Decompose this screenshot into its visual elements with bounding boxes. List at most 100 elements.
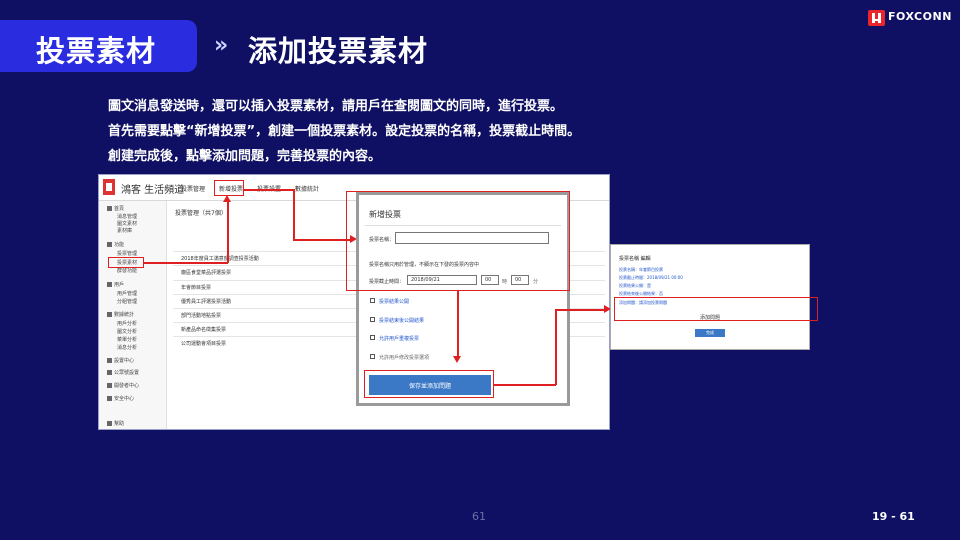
brand-logo-icon	[103, 179, 115, 195]
sidebar-item[interactable]: 用戶	[107, 281, 124, 288]
foxconn-logo-icon	[868, 10, 885, 26]
page-subtitle: 添加投票素材	[248, 34, 429, 68]
minute-unit: 分	[533, 279, 539, 285]
sidebar-item[interactable]: 圖文素材	[117, 221, 138, 227]
hour-unit: 時	[502, 279, 508, 285]
option-label: 投票結果公開	[379, 299, 410, 305]
finish-button[interactable]: 完成	[695, 329, 725, 337]
logo-text: FOXCONN	[888, 10, 952, 23]
preview-item[interactable]: 投票截止時間：2018/09/21 00:00	[619, 275, 683, 280]
sidebar-item-vote-material[interactable]: 投票素材	[117, 260, 138, 266]
save-and-add-question-button[interactable]: 保存並添加問題	[369, 375, 491, 395]
preview-item[interactable]: 添加問題：請添加投票問題	[619, 300, 667, 305]
sidebar-item[interactable]: 分組管理	[117, 299, 138, 305]
page-number: 61	[472, 510, 486, 523]
connector-line	[227, 200, 229, 263]
preview-item[interactable]: 投票結果公開：是	[619, 283, 651, 288]
deadline-label: 投票截止時間：	[369, 279, 405, 285]
option-checkbox[interactable]	[370, 354, 375, 359]
highlight-vote-material	[108, 257, 144, 268]
preview-item[interactable]: 投票結束後公開結果：否	[619, 291, 663, 296]
option-checkbox[interactable]	[370, 298, 375, 303]
arrow-down-icon	[453, 356, 461, 363]
sidebar-item[interactable]: 圖文分析	[117, 329, 138, 335]
title-bar	[0, 20, 197, 72]
sidebar-item[interactable]: 幫助	[107, 420, 124, 427]
connector-line	[555, 309, 605, 311]
deadline-hour-select[interactable]: 00	[481, 275, 499, 285]
deadline-date-input[interactable]: 2018/09/21	[407, 275, 477, 285]
admin-sidebar: 首頁 消息管理 圖文素材 素材庫 功能 投票管理 投票素材 群發功能 用戶 用戶…	[99, 201, 167, 429]
sidebar-item[interactable]: 素材庫	[117, 228, 133, 234]
table-row[interactable]: 2018年度員工滿意度調查投票活動	[181, 256, 259, 262]
arrow-up-icon	[223, 195, 231, 202]
option-label: 允許用戶修改投票選項	[379, 355, 430, 361]
sidebar-item[interactable]: 投票管理	[117, 251, 138, 257]
highlight-add-question	[614, 297, 818, 321]
sidebar-item[interactable]: 菜單分析	[117, 337, 138, 343]
connector-line	[555, 309, 557, 385]
foxconn-logo: FOXCONN	[868, 8, 954, 30]
sidebar-item[interactable]: 消息分析	[117, 345, 138, 351]
content-title: 投票管理（共7個）	[175, 210, 227, 217]
table-row[interactable]: 優秀員工評選投票活動	[181, 299, 232, 305]
option-checkbox[interactable]	[370, 317, 375, 322]
table-row[interactable]: 新產品命名徵集投票	[181, 327, 227, 333]
button-label: 保存並添加問題	[408, 383, 451, 390]
vote-name-label: 投票名稱：	[369, 237, 395, 243]
add-question-link[interactable]: 添加問題	[699, 315, 720, 321]
page-range: 19 - 61	[872, 510, 915, 523]
sidebar-item[interactable]: 首頁	[107, 205, 124, 212]
divider	[365, 225, 561, 226]
option-label: 允許用戶重複投票	[379, 336, 420, 342]
deadline-minute-select[interactable]: 00	[511, 275, 529, 285]
description-line: 創建完成後，點擊添加問題，完善投票的內容。	[108, 149, 382, 164]
sidebar-item[interactable]: 公眾號設置	[107, 369, 139, 376]
tab-new-vote[interactable]: 新增投票	[219, 186, 244, 193]
highlight-new-vote-tab	[214, 180, 244, 196]
button-label: 完成	[706, 330, 714, 335]
highlight-dialog-top	[346, 191, 570, 291]
sidebar-item[interactable]: 用戶分析	[117, 321, 138, 327]
connector-line	[293, 189, 295, 240]
sidebar-item[interactable]: 群發功能	[117, 268, 138, 274]
option-label: 投票結束後公開結果	[379, 318, 425, 324]
sidebar-item[interactable]: 數據統計	[107, 311, 134, 318]
arrow-right-icon	[604, 305, 611, 313]
sidebar-item[interactable]: 開發者中心	[107, 382, 139, 389]
connector-line	[457, 291, 459, 357]
connector-line	[244, 189, 294, 191]
table-row[interactable]: 部門活動地點投票	[181, 313, 222, 319]
deadline-minute-value: 00	[515, 277, 522, 283]
arrow-right-icon	[350, 235, 357, 243]
dialog-title: 新增投票	[369, 210, 401, 219]
sidebar-item[interactable]: 用戶管理	[117, 291, 138, 297]
deadline-date-value: 2018/09/21	[411, 277, 440, 283]
table-row[interactable]: 廠區食堂菜品評選投票	[181, 270, 232, 276]
description-line: 圖文消息發送時，還可以插入投票素材，請用戶在查閱圖文的同時，進行投票。	[108, 99, 564, 114]
sidebar-item[interactable]: 消息管理	[117, 214, 138, 220]
vote-name-note: 投票名稱只用於管理，不顯示在下發的投票內容中	[369, 262, 480, 268]
option-checkbox[interactable]	[370, 335, 375, 340]
connector-line	[144, 262, 228, 264]
sidebar-item[interactable]: 設置中心	[107, 357, 134, 364]
deadline-hour-value: 00	[485, 277, 492, 283]
preview-title: 投票名稱 編輯	[619, 256, 651, 262]
double-chevron-right-icon: »	[214, 33, 229, 58]
brand-name: 鴻客 生活頻道	[121, 185, 185, 196]
connector-line	[494, 384, 556, 386]
description: 圖文消息發送時，還可以插入投票素材，請用戶在查閱圖文的同時，進行投票。 首先需要…	[108, 94, 668, 169]
table-row[interactable]: 年會節目投票	[181, 285, 212, 291]
sidebar-item[interactable]: 安全中心	[107, 395, 134, 402]
tab-statistics[interactable]: 數據統計	[295, 186, 320, 193]
highlight-submit-button	[364, 370, 494, 398]
vote-name-input[interactable]	[395, 232, 549, 244]
page-title: 投票素材	[36, 34, 157, 68]
tab-vote-management[interactable]: 投票管理	[181, 186, 206, 193]
description-line: 首先需要點擊“新增投票”，創建一個投票素材。設定投票的名稱，投票截止時間。	[108, 124, 581, 139]
sidebar-item[interactable]: 功能	[107, 241, 124, 248]
preview-item[interactable]: 投票名稱：年會節目投票	[619, 267, 663, 272]
connector-line	[293, 239, 351, 241]
table-row[interactable]: 公司運動會項目投票	[181, 341, 227, 347]
